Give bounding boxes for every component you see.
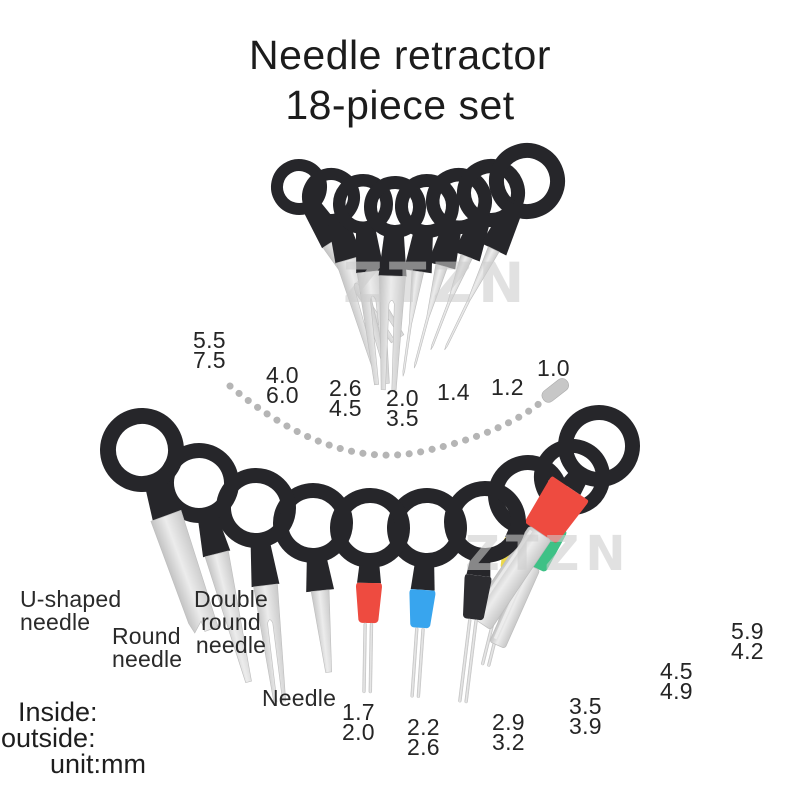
- top-tool-1-4: [395, 174, 459, 377]
- size-label-1-0: 1.0: [537, 355, 570, 381]
- product-title-line2: 18-piece set: [285, 82, 515, 128]
- needle-tool: [273, 483, 353, 673]
- top-tool-8: [444, 143, 565, 351]
- footer-inside: Inside:: [18, 697, 98, 727]
- watermark-layer: ZTZN ZTZN: [343, 251, 632, 582]
- u-shaped-needle-tool: [100, 408, 219, 634]
- size-label-4-0-6-0: 4.0 6.0: [266, 362, 299, 408]
- watermark-text-bottom: ZTZN: [465, 526, 632, 582]
- top-tool-2-0-3-5: [364, 176, 426, 391]
- size-label-2-2-2-6: 2.2 2.6: [407, 714, 440, 760]
- name-label-u-shaped-needle: U-shaped needle: [20, 586, 122, 635]
- size-label-2-6-4-5: 2.6 4.5: [329, 375, 362, 421]
- watermark-text-top: ZTZN: [343, 251, 530, 315]
- size-label-5-5-7-5: 5.5 7.5: [193, 327, 226, 373]
- size-label-3-5-3-9: 3.5 3.9: [569, 693, 602, 739]
- name-label-double-round-needle: Double round needle: [193, 586, 269, 658]
- product-title-line1: Needle retractor: [249, 32, 551, 78]
- size-label-5-9-4-2: 5.9 4.2: [731, 618, 764, 664]
- name-label-needle: Needle: [262, 685, 337, 711]
- blue-ferrule-tool-2-2-2-6: [387, 488, 467, 699]
- red-ferrule-tool-1-7-2-0: [330, 488, 410, 694]
- size-label-4-5-4-9: 4.5 4.9: [660, 658, 693, 704]
- tool-layer: [100, 143, 640, 704]
- ball-chain: [226, 382, 550, 459]
- size-label-2-0-3-5: 2.0 3.5: [386, 385, 419, 431]
- size-label-1-2: 1.2: [491, 374, 524, 400]
- size-label-1-7-2-0: 1.7 2.0: [342, 699, 375, 745]
- footer-unit: unit:mm: [50, 749, 147, 779]
- footer-outside: outside:: [1, 723, 96, 753]
- name-label-round-needle: Round needle: [112, 623, 183, 672]
- size-label-2-9-3-2: 2.9 3.2: [492, 709, 525, 755]
- size-label-1-4: 1.4: [437, 379, 470, 405]
- ball-chain-clasp: [541, 378, 570, 403]
